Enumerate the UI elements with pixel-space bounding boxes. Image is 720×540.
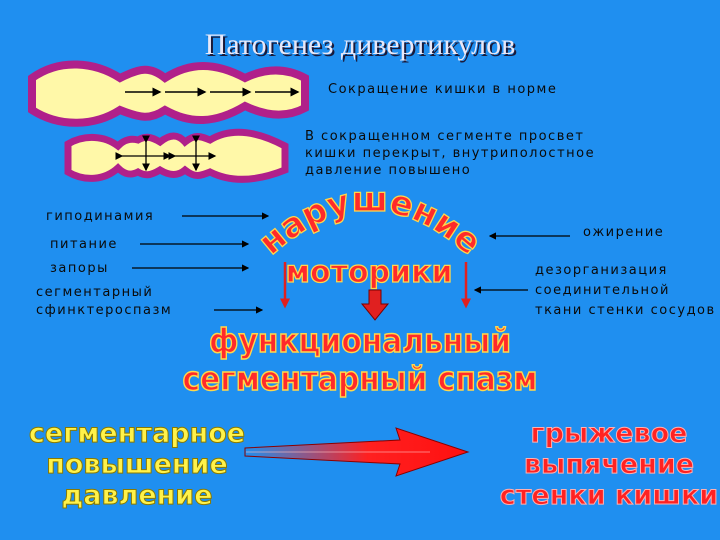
pressure-block: сегментарное повышение давление: [22, 418, 252, 512]
hernia-line: стенки кишки: [499, 480, 719, 512]
caption-line: кишки перекрыт, внутриполостное: [305, 146, 596, 161]
factor-label: дезорганизация: [535, 263, 668, 278]
factor-label: ткани стенки сосудов: [535, 303, 716, 318]
factor-label: сегментарный: [36, 285, 154, 300]
down-arrow-main: [360, 289, 390, 321]
pressure-line: сегментарное: [28, 418, 246, 450]
down-arrows: [280, 262, 471, 321]
factor-label: сфинктероспазм: [36, 303, 173, 318]
normal-intestine: [28, 60, 309, 127]
pressure-line: повышение: [46, 449, 229, 481]
spasm-line: сегментарный спазм: [182, 359, 538, 399]
caption-line: давление повышено: [305, 163, 472, 178]
slide-title: Патогенез дивертикулов: [204, 28, 516, 61]
contracted-caption: В сокращенном сегменте просвет кишки пер…: [305, 128, 595, 179]
normal-caption: Сокращение кишки в норме: [328, 82, 558, 97]
arc-subtitle: моторики: [285, 255, 452, 290]
factor-label: гиподинамия: [46, 209, 155, 224]
factor-label: запоры: [50, 261, 109, 276]
pressure-line: давление: [61, 480, 213, 512]
arc-title: нарушение: [251, 180, 489, 263]
hernia-line: выпячение: [523, 449, 695, 481]
hernia-line: грыжевое: [530, 418, 688, 450]
spasm-heading: функциональный сегментарный спазм: [36, 321, 684, 399]
factor-label: питание: [50, 237, 118, 252]
factor-label: соединительной: [535, 283, 670, 298]
factor-label: ожирение: [583, 225, 665, 240]
normal-intestine-shape: [28, 60, 309, 127]
spasm-line: функциональный: [208, 321, 512, 361]
hernia-block: грыжевое выпячение стенки кишки: [498, 418, 720, 512]
contracted-intestine: [64, 128, 289, 183]
caption-line: В сокращенном сегменте просвет: [305, 129, 585, 144]
